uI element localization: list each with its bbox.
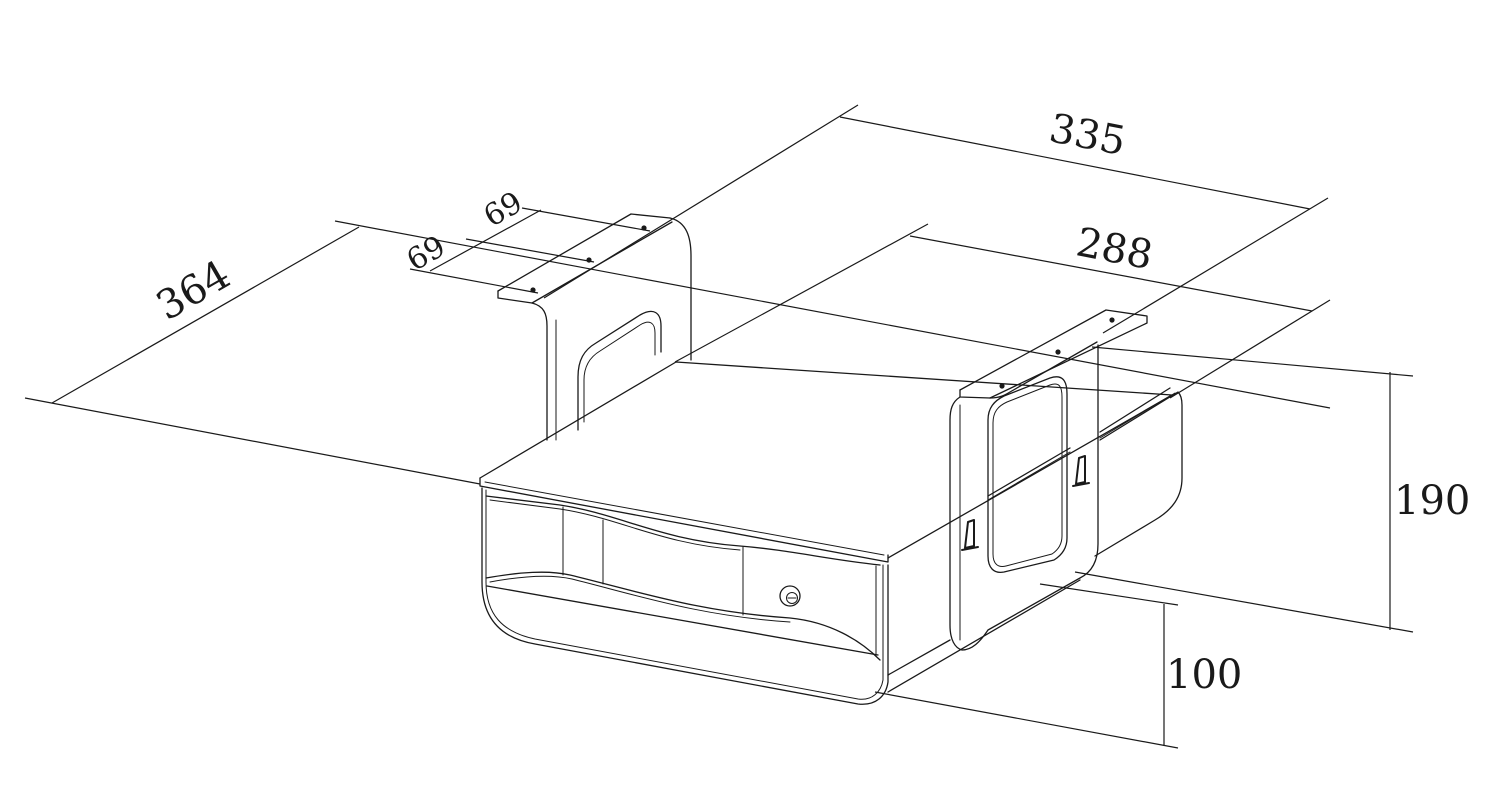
dimension-label-69-bottom: 69 — [401, 229, 452, 278]
front-bracket-window — [987, 376, 1068, 574]
extension-line-335-right — [1102, 197, 1329, 334]
extension-line-69-b — [465, 238, 595, 263]
rear-mounting-bracket — [497, 213, 692, 441]
extension-line-100-bottom — [874, 691, 1179, 749]
dimension-label-364: 364 — [149, 252, 238, 330]
front-bracket-top-plate — [959, 309, 1148, 399]
front-bracket-fold-line — [989, 341, 1098, 399]
extension-line-69-c — [409, 268, 539, 294]
extension-line-364-back — [334, 220, 1331, 409]
drawer-front-upper-curve — [485, 495, 881, 566]
mounting-hole-icon — [999, 383, 1005, 389]
rear-bracket-top-edge — [497, 213, 671, 292]
mounting-hole-icon — [1109, 317, 1115, 323]
extension-line-288-right — [1169, 299, 1331, 399]
housing-front-lip — [479, 477, 889, 563]
mounting-hole-icon — [641, 225, 647, 231]
housing-side-seam-inner — [987, 451, 1071, 501]
drawer-handle-recess — [485, 571, 881, 661]
housing-side-seam — [987, 447, 1071, 497]
front-bracket-side-edge — [961, 344, 1099, 651]
dimension-label-190: 190 — [1394, 478, 1470, 524]
dimension-line-364 — [51, 226, 360, 404]
extension-line-190-bottom — [1074, 571, 1414, 633]
rear-bracket-back-edge — [669, 217, 692, 361]
front-mounting-bracket — [949, 309, 1148, 651]
mounting-hole-icon — [530, 287, 536, 293]
extension-line-288-left — [674, 223, 929, 363]
housing-right-top-edge — [1099, 392, 1176, 439]
extension-line-364-front — [24, 397, 481, 485]
drawer-housing — [479, 361, 1183, 693]
extension-line-69-a — [521, 207, 651, 232]
drawer-front-inner-outline — [485, 489, 884, 700]
drawer-front-lower-line — [486, 585, 879, 656]
dimension-labels: 335 288 364 69 69 190 100 — [149, 105, 1470, 698]
dimension-lines — [24, 104, 1414, 749]
rear-bracket-fold-line — [531, 221, 673, 304]
housing-bottom-inner — [887, 639, 951, 676]
housing-lip-line — [484, 481, 885, 556]
housing-right-side — [1094, 391, 1183, 557]
drawer-front-upper-curve-inner — [489, 499, 741, 551]
dimension-label-100: 100 — [1166, 652, 1242, 698]
housing-top-rear-edge — [1099, 387, 1171, 433]
drawer-front-outline — [481, 487, 889, 705]
front-bracket-tab-end — [959, 389, 991, 399]
lock-icon — [779, 585, 801, 607]
extension-line-190-top — [1091, 346, 1414, 377]
dimension-line-335 — [839, 116, 1311, 210]
mounting-hole-icon — [586, 257, 592, 263]
dimension-line-69 — [429, 209, 542, 272]
drawer-handle-recess-inner — [489, 575, 791, 623]
housing-top-plate — [479, 361, 1173, 559]
mounting-hole-icon — [1055, 349, 1061, 355]
clip-marker-icon — [1072, 455, 1090, 487]
dimension-label-288: 288 — [1073, 219, 1157, 279]
dimension-label-335: 335 — [1046, 105, 1130, 165]
front-bracket-window-inner — [992, 383, 1063, 567]
drawer-front — [481, 487, 889, 705]
front-bracket-front-edge — [949, 396, 963, 651]
dimension-label-69-top: 69 — [478, 185, 529, 234]
clip-marker-icon — [961, 519, 979, 551]
rear-bracket-tab-outline — [497, 290, 548, 441]
rear-bracket-window — [577, 310, 662, 431]
rear-bracket-window-inner — [583, 321, 656, 423]
dimension-line-288 — [909, 235, 1313, 312]
